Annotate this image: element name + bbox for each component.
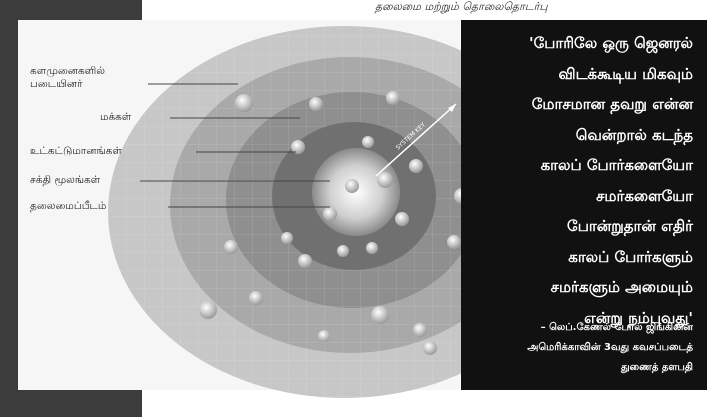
sphere-marker — [235, 94, 253, 112]
sphere-marker — [362, 136, 374, 148]
sphere-marker — [298, 254, 312, 268]
sphere-marker — [199, 301, 217, 319]
quote-line: போன்றுதான் எதிர் — [463, 211, 693, 242]
label-population: மக்கள் — [100, 111, 131, 124]
quote-panel: 'போரிலே ஒரு ஜெனரல் விடக்கூடிய மிகவும் மோ… — [461, 20, 707, 390]
leadership-core — [312, 148, 400, 236]
sphere-marker — [224, 240, 238, 254]
sphere-marker — [447, 235, 461, 249]
quote-line: காலப் போர்களும் — [463, 242, 693, 273]
quote-line: விடக்கூடிய மிகவும் — [463, 59, 693, 90]
label-infrastructure: உட்கட்டுமானங்கள் — [30, 145, 122, 158]
quote-line: சமர்களையோ — [463, 181, 693, 212]
attribution-line: துணைத் தளபதி — [463, 358, 693, 378]
label-leadership: தலைமைப்பீடம் — [30, 200, 106, 213]
sphere-marker — [318, 330, 330, 342]
attribution-line: – லெப்.கேணல் போல் ஜிங்கிலின் — [463, 318, 693, 338]
sphere-marker — [337, 245, 349, 257]
sphere-marker — [345, 179, 359, 193]
sphere-marker — [309, 97, 323, 111]
label-fielded-forces: களமுனைகளில் படையினர் — [30, 65, 105, 91]
sphere-marker — [395, 212, 409, 226]
sphere-marker — [366, 242, 378, 254]
quote-line: காலப் போர்களையோ — [463, 150, 693, 181]
quote-line: மோசமான தவறு என்ன — [463, 89, 693, 120]
quote-text: 'போரிலே ஒரு ஜெனரல் விடக்கூடிய மிகவும் மோ… — [463, 28, 693, 333]
sphere-marker — [377, 172, 393, 188]
sphere-marker — [371, 306, 389, 324]
sphere-marker — [386, 91, 400, 105]
sphere-marker — [413, 323, 427, 337]
sphere-marker — [323, 207, 337, 221]
attribution-line: அமெரிக்காவின் 3வது கவசப்படைத் — [463, 338, 693, 358]
quote-line: 'போரிலே ஒரு ஜெனரல் — [463, 28, 693, 59]
label-system-essentials: சக்தி மூலங்கள் — [30, 174, 100, 187]
sphere-marker — [281, 232, 293, 244]
sphere-marker — [249, 291, 263, 305]
sphere-marker — [423, 341, 437, 355]
quote-line: சமர்களும் அமையும் — [463, 272, 693, 303]
sphere-marker — [409, 159, 423, 173]
quote-attribution: – லெப்.கேணல் போல் ஜிங்கிலின் அமெரிக்காவி… — [463, 318, 693, 378]
quote-line: வென்றால் கடந்த — [463, 120, 693, 151]
